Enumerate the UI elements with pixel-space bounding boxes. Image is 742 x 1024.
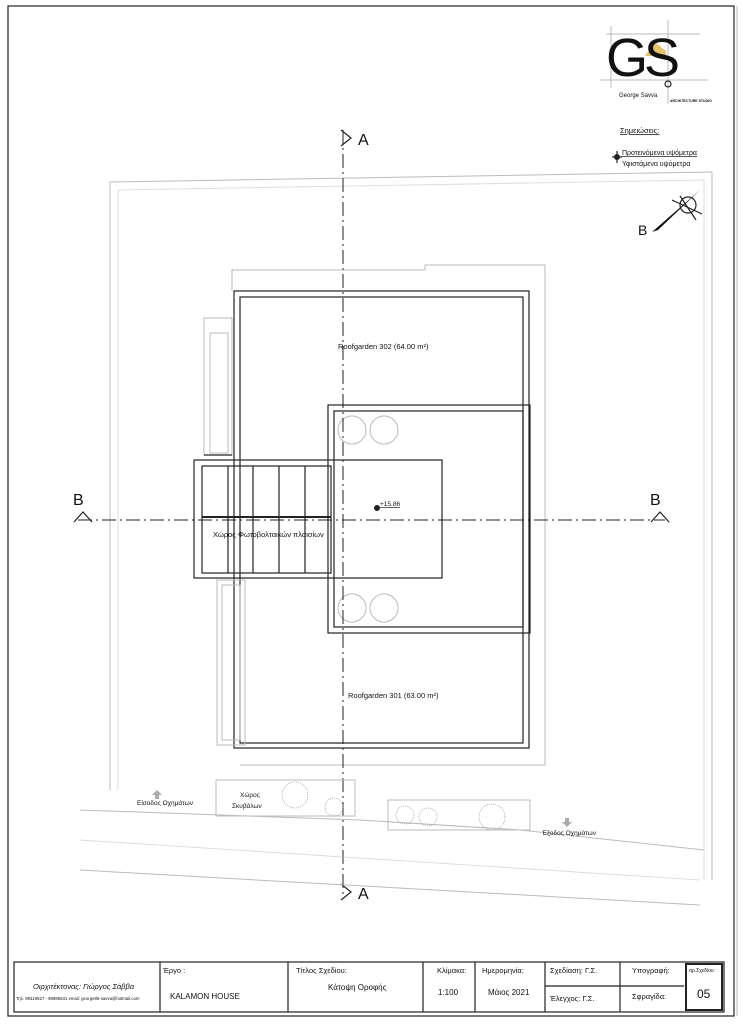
sections-b: B	[73, 492, 84, 509]
legend-item-existing: Υφιστάμενα υψόμετρα	[622, 160, 690, 168]
architect-contact: Τηλ. 99319827 - 99885631 email: george85…	[16, 996, 140, 1001]
architect-name: Οιρχιτέκτονας: Γιώργος Σάββα	[33, 982, 135, 991]
title-block-drawing-title-label: Τίτλος Σχεδίου:	[296, 966, 347, 975]
site-boundary	[109, 171, 713, 880]
title-block-project-label: Έργο :	[162, 966, 185, 975]
title-block-signature-label: Υπογραφή:	[632, 966, 670, 975]
scale-value: 1:100	[438, 988, 459, 997]
vehicle-entry-label: Είσοδος Οχημάτων	[137, 799, 193, 807]
vehicle-exit-label: Έξοδος Οχημάτων	[541, 829, 596, 837]
designed-by: Σχεδίαση: Γ.Σ.	[550, 966, 597, 975]
down-arrow-icon	[562, 818, 572, 827]
logo-tagline: ARCHITECTURE STUDIO	[670, 99, 712, 103]
title-block-scale-label: Κλίμακα:	[437, 966, 466, 975]
level-marker: +15.86	[374, 501, 400, 511]
checked-by: Έλεγχος: Γ.Σ.	[549, 994, 595, 1003]
drawing-title: Κάτοψη Οροφής	[328, 983, 387, 992]
roofgarden-302-label: Roofgarden 302 (64.00 m²)	[338, 342, 429, 351]
section-marker-b-right: B	[650, 492, 670, 523]
section-marker-a-top: A	[340, 129, 369, 149]
legend-title: Σημειώσεις:	[620, 126, 659, 135]
pv-panel-area	[193, 459, 443, 579]
building-roof	[203, 264, 546, 766]
title-block-date-label: Ημερομηνία:	[482, 966, 524, 975]
title-block-stamp-label: Σφραγίδα:	[632, 992, 666, 1001]
date-value: Μάιος 2021	[488, 988, 530, 997]
tree-icon	[281, 781, 506, 831]
logo-name: George Savva	[619, 93, 658, 99]
north-arrow-icon: B	[638, 190, 703, 238]
drawing-number: 05	[697, 987, 711, 1001]
title-block: Οιρχιτέκτονας: Γιώργος Σάββα Τηλ. 993198…	[13, 961, 725, 1013]
tree-icon	[337, 415, 399, 623]
legend: Σημειώσεις: Προτεινόμενα υψόμετρα Υφιστά…	[612, 126, 697, 168]
pv-area-label: Χώρος Φωτοβολταικών πλαισίων	[213, 530, 324, 539]
sections-a: A	[358, 132, 369, 149]
project-name: KALAMON HOUSE	[170, 992, 240, 1001]
gs-logo: GS George Savva ARCHITECTURE STUDIO	[600, 20, 712, 104]
title-block-drawing-no-label: αρ.Σχεδίου:	[689, 968, 715, 974]
sheet-frame	[7, 5, 735, 1017]
north-label: B	[638, 222, 647, 238]
sections-b: B	[650, 492, 661, 509]
legend-item-proposed: Προτεινόμενα υψόμετρα	[622, 149, 697, 157]
sections-a: A	[358, 886, 369, 903]
section-marker-b-left: B	[73, 492, 93, 523]
roofgarden-301-label: Roofgarden 301 (63.00 m²)	[348, 691, 439, 700]
road-paving	[79, 779, 705, 906]
up-arrow-icon	[152, 790, 162, 799]
plan-level: +15.86	[380, 501, 400, 508]
level-marker-icon	[612, 151, 622, 163]
waste-area-label: Χώρος	[240, 791, 260, 799]
logo-letters: GS	[606, 28, 678, 88]
section-marker-a-bottom: A	[340, 883, 369, 903]
waste-area-label-2: Σκυβάλων	[232, 802, 262, 810]
